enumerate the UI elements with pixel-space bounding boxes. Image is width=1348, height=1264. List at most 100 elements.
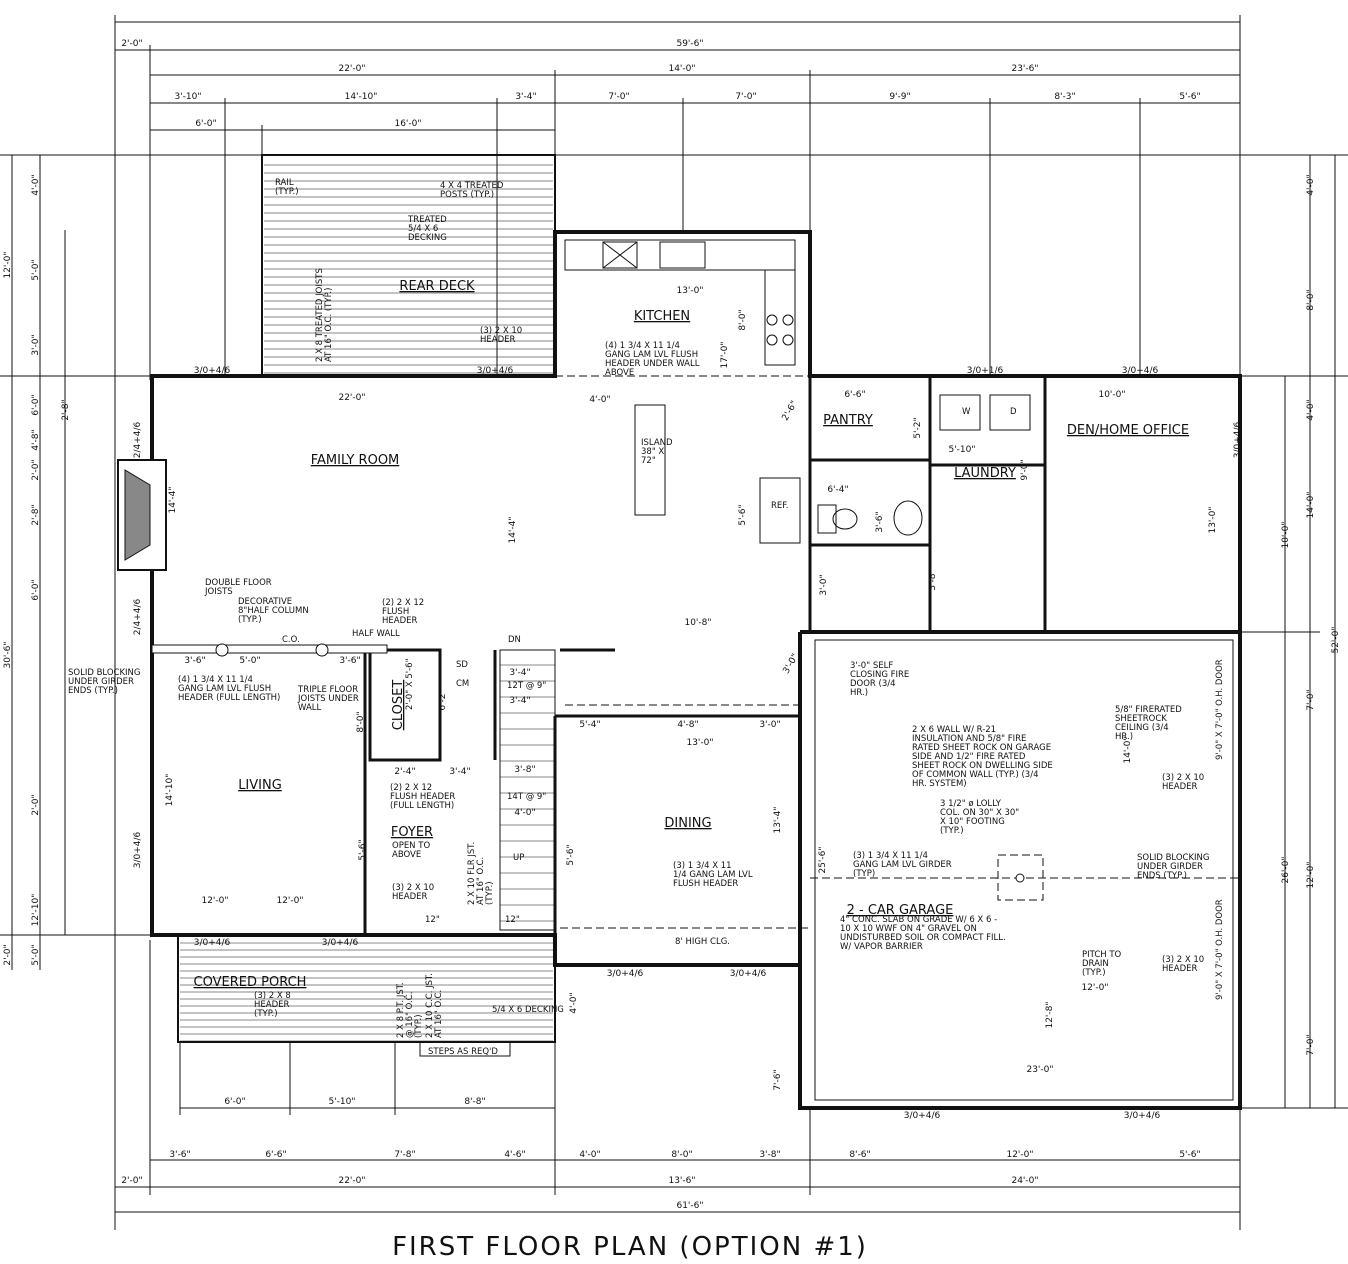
dimension-label: 8'-0" <box>738 309 748 330</box>
dimension-label: 12'-0" <box>1006 1150 1033 1160</box>
dimension-label: 16'-0" <box>394 119 421 129</box>
dimension-label: 5'-4" <box>579 720 600 730</box>
room-label-porch: COVERED PORCH <box>194 975 307 990</box>
dimension-label: 5'-6" <box>358 839 368 860</box>
dimension-label: 6'-0" <box>195 119 216 129</box>
dimension-label: 14'-0" <box>1123 736 1133 763</box>
dimension-label: 13'-0" <box>686 738 713 748</box>
dimension-label: 3'-4" <box>449 767 470 777</box>
note-garage-slab: 4" CONC. SLAB ON GRADE W/ 6 X 6 -10 X 10… <box>840 915 1006 952</box>
window-label: 3/0+4/6 <box>1124 1111 1161 1121</box>
dimension-label: 3'-6" <box>339 656 360 666</box>
dimension-label: 4'-8" <box>677 720 698 730</box>
window-label: 3/0+4/6 <box>730 969 767 979</box>
refrigerator <box>759 477 801 544</box>
dimension-label: 4'-0" <box>31 174 41 195</box>
half-column <box>315 643 329 657</box>
dimension-label: 4'-0" <box>514 808 535 818</box>
stairs <box>499 649 556 931</box>
dimension-label: 4'-0" <box>589 395 610 405</box>
fireplace <box>117 459 167 571</box>
room-label-foyer: FOYER <box>391 825 433 840</box>
dimension-label: 3'-6" <box>184 656 205 666</box>
dimension-label: 17'-0" <box>720 341 730 368</box>
dimension-label: 8'-0" <box>1306 289 1316 310</box>
dimension-label: 13'-0" <box>676 286 703 296</box>
dimension-label: 5'-0" <box>31 944 41 965</box>
note-twelve2: 12" <box>505 915 520 925</box>
window-label: 3/0+4/6 <box>1233 421 1243 458</box>
room-label-garage: 2 - CAR GARAGE <box>847 903 954 918</box>
note-deck-joists: 2 X 8 TREATED JOISTSAT 16" O.C. (TYP.) <box>315 268 334 362</box>
room-label-closet: CLOSET <box>391 680 406 731</box>
dimension-label: 52'-0" <box>1331 626 1341 653</box>
dimension-label: 2'-0" <box>3 944 13 965</box>
dimension-label: 7'-6" <box>773 1069 783 1090</box>
dimension-label: 25'-6" <box>818 846 828 873</box>
dimension-label: 4'-0" <box>1306 174 1316 195</box>
dimension-label: 3'-6" <box>169 1150 190 1160</box>
lolly-column <box>1015 873 1025 883</box>
window-label: 3/0+1/6 <box>967 366 1004 376</box>
dimension-label: 3'-8" <box>514 765 535 775</box>
dimension-label: 3'-6" <box>875 511 885 532</box>
dimension-label: 3'-0" <box>819 574 829 595</box>
window-label: 3/0+4/6 <box>477 366 514 376</box>
dimension-label: 3'-4" <box>515 92 536 102</box>
note-w: W <box>962 407 971 417</box>
kitchen-island <box>634 404 666 516</box>
dimension-label: 12'-0" <box>201 896 228 906</box>
dimension-label: 12'-10" <box>31 894 41 927</box>
window-label: 2/4+4/6 <box>133 598 143 635</box>
note-oh-door-bottom: 9'-0" X 7'-0" O.H. DOOR <box>1215 899 1225 1000</box>
window-label: 3/0+4/6 <box>607 969 644 979</box>
dimension-label: 14'-10" <box>165 774 175 807</box>
note-porch-joists: 2 X 8 P.T. JST.@ 16" O.C.(TYP.) <box>396 982 424 1038</box>
dimension-label: 3'-4" <box>509 696 530 706</box>
dimension-label: 6'-0" <box>31 394 41 415</box>
dimension-label: 13'-0" <box>1208 506 1218 533</box>
dimension-label: 7'-0" <box>735 92 756 102</box>
kitchen-fixtures <box>564 239 1031 544</box>
note-porch-decking: 5/4 X 6 DECKING <box>492 1005 564 1015</box>
dimension-label: 13'-6" <box>668 1176 695 1186</box>
note-d: D <box>1010 407 1017 417</box>
note-porch-joists2: 2 X 10 C.C. JST.AT 16" O.C. <box>425 973 444 1038</box>
dimension-label: 5'-0" <box>31 259 41 280</box>
covered-porch-structure <box>177 934 556 1057</box>
dimension-label: 4'-8" <box>31 429 41 450</box>
window-label: 3/0+4/6 <box>1122 366 1159 376</box>
dimension-label: 8'-3" <box>1054 92 1075 102</box>
dimension-label: 9'-0" <box>1020 459 1030 480</box>
dimension-label: 12'-0" <box>276 896 303 906</box>
window-label: 3/0+4/6 <box>194 938 231 948</box>
note-oh-door-top: 9'-0" X 7'-0" O.H. DOOR <box>1215 659 1225 760</box>
dimension-label: 2'-4" <box>394 767 415 777</box>
dimension-label: 5'-10" <box>948 445 975 455</box>
note-twelve1: 12" <box>425 915 440 925</box>
room-label-pantry: PANTRY <box>823 413 873 428</box>
dimension-label: 14'-4" <box>168 486 178 513</box>
dimension-label: 3'-10" <box>174 92 201 102</box>
dimension-label: 5'-6" <box>566 844 576 865</box>
plan-title: FIRST FLOOR PLAN (OPTION #1) <box>392 1232 868 1262</box>
dimension-label: 14'-0" <box>1306 491 1316 518</box>
window-label: 2/4+4/6 <box>133 421 143 458</box>
dimension-label: 12'-0" <box>1081 983 1108 993</box>
note-closet-size: 2'-0" X 5'-6" <box>405 658 415 710</box>
